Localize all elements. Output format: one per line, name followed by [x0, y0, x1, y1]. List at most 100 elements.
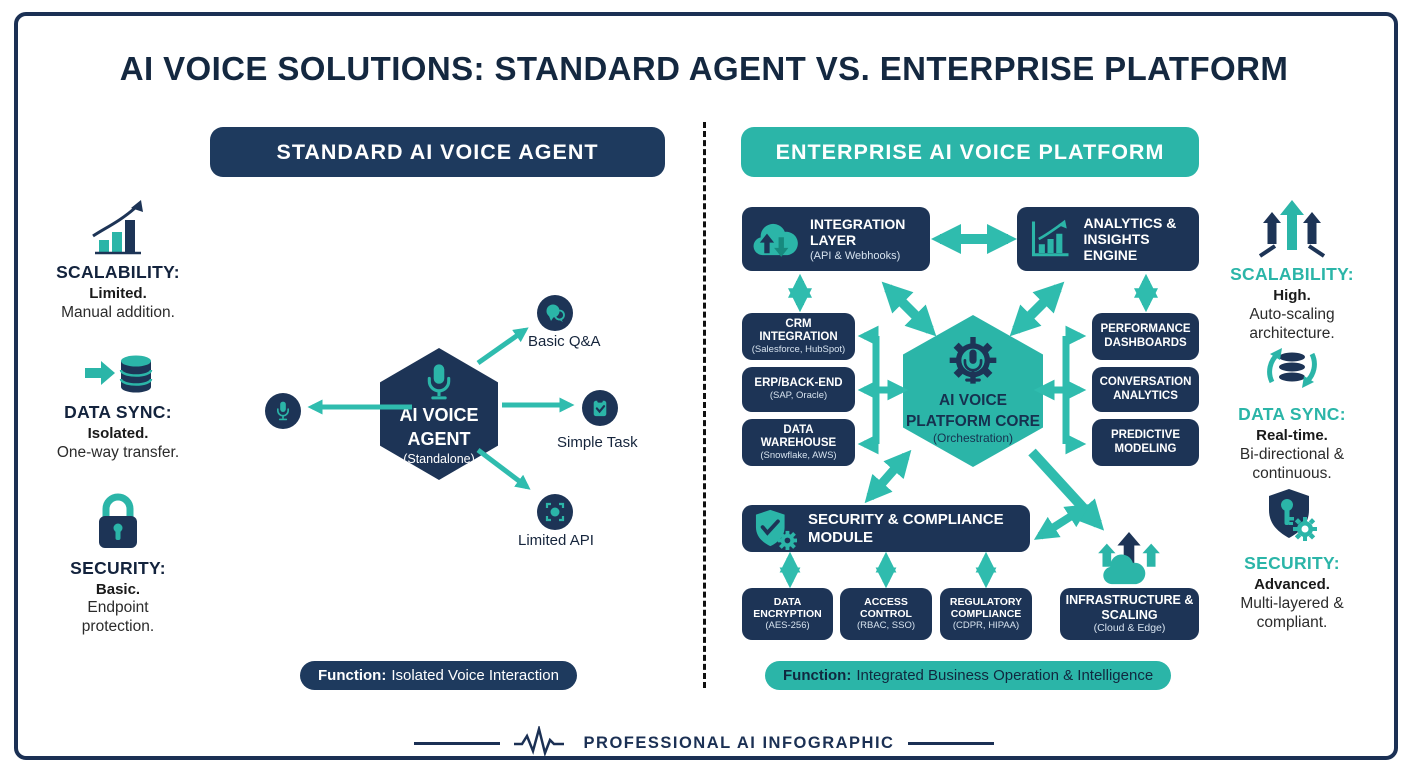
standard-panel-header: STANDARD AI VOICE AGENT	[210, 127, 665, 177]
data-warehouse-box: DATA WAREHOUSE (Snowflake, AWS)	[742, 419, 855, 466]
function-text: Integrated Business Operation & Intellig…	[856, 667, 1154, 684]
simple-task-node	[582, 390, 618, 426]
enterprise-panel-header: ENTERPRISE AI VOICE PLATFORM	[741, 127, 1199, 177]
arrow-database-icon	[33, 352, 203, 396]
feature-desc: Auto-scaling architecture.	[1249, 306, 1335, 343]
box-title: DATA ENCRYPTION	[753, 596, 822, 621]
task-check-icon	[591, 398, 609, 418]
box-subtitle: (SAP, Oracle)	[769, 390, 828, 402]
standard-function-banner: Function:Isolated Voice Interaction	[300, 661, 577, 690]
core-title-line1: AI VOICE	[938, 391, 1008, 409]
feature-desc: Manual addition.	[61, 304, 175, 321]
limited-api-label: Limited API	[518, 532, 594, 549]
footer-divider-line	[413, 741, 500, 745]
enterprise-feature-datasync: DATA SYNC: Real-time. Bi-directional & c…	[1207, 342, 1377, 484]
performance-dashboards-box: PERFORMANCE DASHBOARDS	[1092, 313, 1199, 360]
basic-qa-node	[537, 295, 573, 331]
erp-backend-box: ERP/BACK-END (SAP, Oracle)	[742, 367, 855, 412]
box-title: INTEGRATION LAYER	[810, 216, 906, 249]
box-subtitle: (RBAC, SSO)	[856, 620, 916, 632]
core-title-line1: AI VOICE	[399, 405, 479, 426]
box-title: SECURITY & COMPLIANCE MODULE	[808, 511, 1004, 546]
regulatory-compliance-box: REGULATORY COMPLIANCE (CDPR, HIPAA)	[940, 588, 1032, 640]
function-text: Isolated Voice Interaction	[391, 667, 559, 684]
cloud-sync-icon	[750, 217, 800, 261]
core-subtitle: (Orchestration)	[932, 431, 1014, 446]
waveform-icon	[513, 726, 570, 760]
box-subtitle: (Snowflake, AWS)	[760, 450, 837, 461]
core-title-line2: PLATFORM CORE	[905, 412, 1041, 430]
microphone-icon	[275, 400, 291, 422]
conversation-analytics-box: CONVERSATION ANALYTICS	[1092, 367, 1199, 412]
feature-value: Basic.	[95, 581, 141, 598]
function-label: Function:	[783, 667, 852, 684]
bar-chart-arrow-icon	[1028, 218, 1074, 260]
shield-key-icon	[1207, 487, 1377, 547]
limited-api-node	[537, 494, 573, 530]
feature-title: DATA SYNC:	[64, 402, 172, 422]
gear-microphone-icon	[946, 336, 1000, 389]
feature-title: DATA SYNC:	[1238, 404, 1346, 424]
box-title: DATA WAREHOUSE	[760, 423, 837, 449]
box-title: ERP/BACK-END	[754, 377, 843, 390]
microphone-icon	[424, 362, 454, 402]
box-title: CONVERSATION ANALYTICS	[1099, 376, 1192, 402]
box-subtitle: (API & Webhooks)	[810, 249, 901, 262]
feature-title: SCALABILITY:	[1230, 264, 1354, 284]
function-label: Function:	[318, 667, 387, 684]
feature-title: SCALABILITY:	[56, 262, 180, 282]
shield-check-gear-icon	[754, 508, 798, 550]
core-subtitle: (Standalone)	[403, 451, 475, 466]
box-subtitle: (Cloud & Edge)	[1093, 622, 1166, 635]
infrastructure-scaling-box: INFRASTRUCTURE & SCALING (Cloud & Edge)	[1060, 588, 1199, 640]
enterprise-feature-scalability: SCALABILITY: High. Auto-scaling architec…	[1207, 200, 1377, 344]
enterprise-function-banner: Function:Integrated Business Operation &…	[765, 661, 1172, 690]
basic-qa-label: Basic Q&A	[528, 333, 601, 350]
feature-desc: Multi-layered & compliant.	[1240, 595, 1344, 632]
cloud-scaling-icon	[1090, 532, 1168, 586]
voice-input-node	[265, 393, 301, 429]
footer-text: PROFESSIONAL AI INFOGRAPHIC	[583, 733, 895, 752]
data-encryption-box: DATA ENCRYPTION (AES-256)	[742, 588, 833, 640]
crm-integration-box: CRM INTEGRATION (Salesforce, HubSpot)	[742, 313, 855, 360]
outer-frame	[14, 12, 1398, 760]
panel-divider	[703, 122, 706, 688]
box-title: INFRASTRUCTURE & SCALING	[1065, 593, 1194, 622]
feature-desc: Endpoint protection.	[81, 599, 155, 636]
access-control-box: ACCESS CONTROL (RBAC, SSO)	[840, 588, 932, 640]
security-compliance-box: SECURITY & COMPLIANCE MODULE	[742, 505, 1030, 552]
standard-feature-security: SECURITY: Basic. Endpoint protection.	[33, 490, 203, 637]
integration-layer-box: INTEGRATION LAYER (API & Webhooks)	[742, 207, 930, 271]
feature-value: Real-time.	[1256, 427, 1328, 444]
feature-value: Isolated.	[87, 425, 149, 442]
core-title-line2: AGENT	[407, 429, 471, 449]
database-sync-icon	[1207, 342, 1377, 398]
feature-value: Limited.	[89, 285, 147, 302]
predictive-modeling-box: PREDICTIVE MODELING	[1092, 419, 1199, 466]
box-title: ACCESS CONTROL	[860, 596, 912, 621]
feature-desc: One-way transfer.	[56, 444, 180, 461]
feature-title: SECURITY:	[70, 558, 166, 578]
enterprise-feature-security: SECURITY: Advanced. Multi-layered & comp…	[1207, 487, 1377, 633]
standard-feature-datasync: DATA SYNC: Isolated. One-way transfer.	[33, 352, 203, 462]
feature-value: Advanced.	[1254, 576, 1330, 593]
feature-title: SECURITY:	[1244, 553, 1340, 573]
box-subtitle: (AES-256)	[765, 620, 810, 632]
scale-up-arrows-icon	[1207, 200, 1377, 258]
chat-icon	[545, 304, 565, 323]
standard-feature-scalability: SCALABILITY: Limited. Manual addition.	[33, 200, 203, 322]
box-title: ANALYTICS & INSIGHTS ENGINE	[1083, 214, 1177, 264]
box-title: PERFORMANCE DASHBOARDS	[1100, 323, 1191, 349]
feature-desc: Bi-directional & continuous.	[1239, 446, 1345, 483]
page-title: AI VOICE SOLUTIONS: STANDARD AGENT VS. E…	[119, 50, 1289, 87]
feature-value: High.	[1273, 287, 1311, 304]
lock-icon	[33, 490, 203, 552]
simple-task-label: Simple Task	[557, 434, 638, 451]
footer: PROFESSIONAL AI INFOGRAPHIC	[0, 726, 1408, 760]
box-title: REGULATORY COMPLIANCE	[949, 596, 1023, 621]
box-title: CRM INTEGRATION	[759, 317, 838, 343]
box-title: PREDICTIVE MODELING	[1110, 429, 1180, 455]
api-scan-icon	[545, 502, 565, 522]
growth-chart-icon	[33, 200, 203, 256]
